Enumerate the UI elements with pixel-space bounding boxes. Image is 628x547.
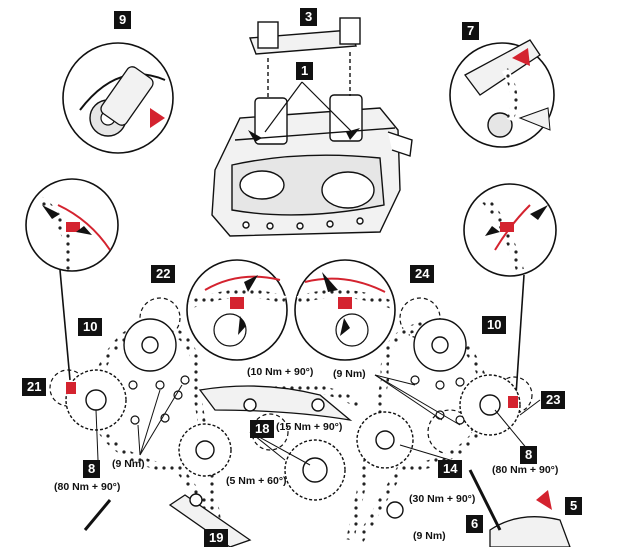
- torque-spec-80nm-left: (80 Nm + 90°): [54, 481, 121, 493]
- callout-7: 7: [462, 22, 480, 40]
- detail-circle-24: [294, 259, 396, 361]
- timing-chain-assembly: [65, 318, 571, 547]
- torque-spec-9nm-left: (9 Nm): [112, 458, 145, 470]
- torque-spec-5nm-60: (5 Nm + 60°): [226, 475, 287, 487]
- torque-spec-15nm-90: (15 Nm + 90°): [276, 421, 343, 433]
- callout-22: 22: [151, 265, 176, 283]
- callout-5: 5: [565, 497, 583, 515]
- detail-circle-right: [463, 183, 557, 396]
- callout-19: 19: [204, 529, 229, 547]
- callout-10-right: 10: [482, 316, 507, 334]
- callout-1: 1: [296, 62, 314, 80]
- callout-8-left: 8: [83, 460, 101, 478]
- callout-10-left: 10: [78, 318, 103, 336]
- callout-8-right: 8: [520, 446, 538, 464]
- locking-tool-bar: [249, 17, 361, 100]
- detail-circle-left: [25, 178, 119, 381]
- torque-spec-9nm-top: (9 Nm): [333, 368, 366, 380]
- callout-18: 18: [250, 420, 275, 438]
- callout-24: 24: [410, 265, 435, 283]
- callout-14: 14: [438, 460, 463, 478]
- callout-21: 21: [22, 378, 47, 396]
- callout-6: 6: [466, 515, 484, 533]
- cylinder-head-illustration: [211, 94, 413, 237]
- callout-9: 9: [114, 11, 132, 29]
- pointer-arrows-head: [248, 81, 360, 142]
- detail-circle-7: [449, 39, 555, 148]
- callout-3: 3: [300, 8, 318, 26]
- detail-circle-22: [186, 259, 288, 361]
- callout-23: 23: [541, 391, 566, 409]
- detail-circle-9: [62, 42, 174, 154]
- torque-spec-10nm-90: (10 Nm + 90°): [247, 366, 314, 378]
- torque-spec-9nm-bottom: (9 Nm): [413, 530, 446, 542]
- torque-spec-80nm-right: (80 Nm + 90°): [492, 464, 559, 476]
- torque-spec-30nm-90: (30 Nm + 90°): [409, 493, 476, 505]
